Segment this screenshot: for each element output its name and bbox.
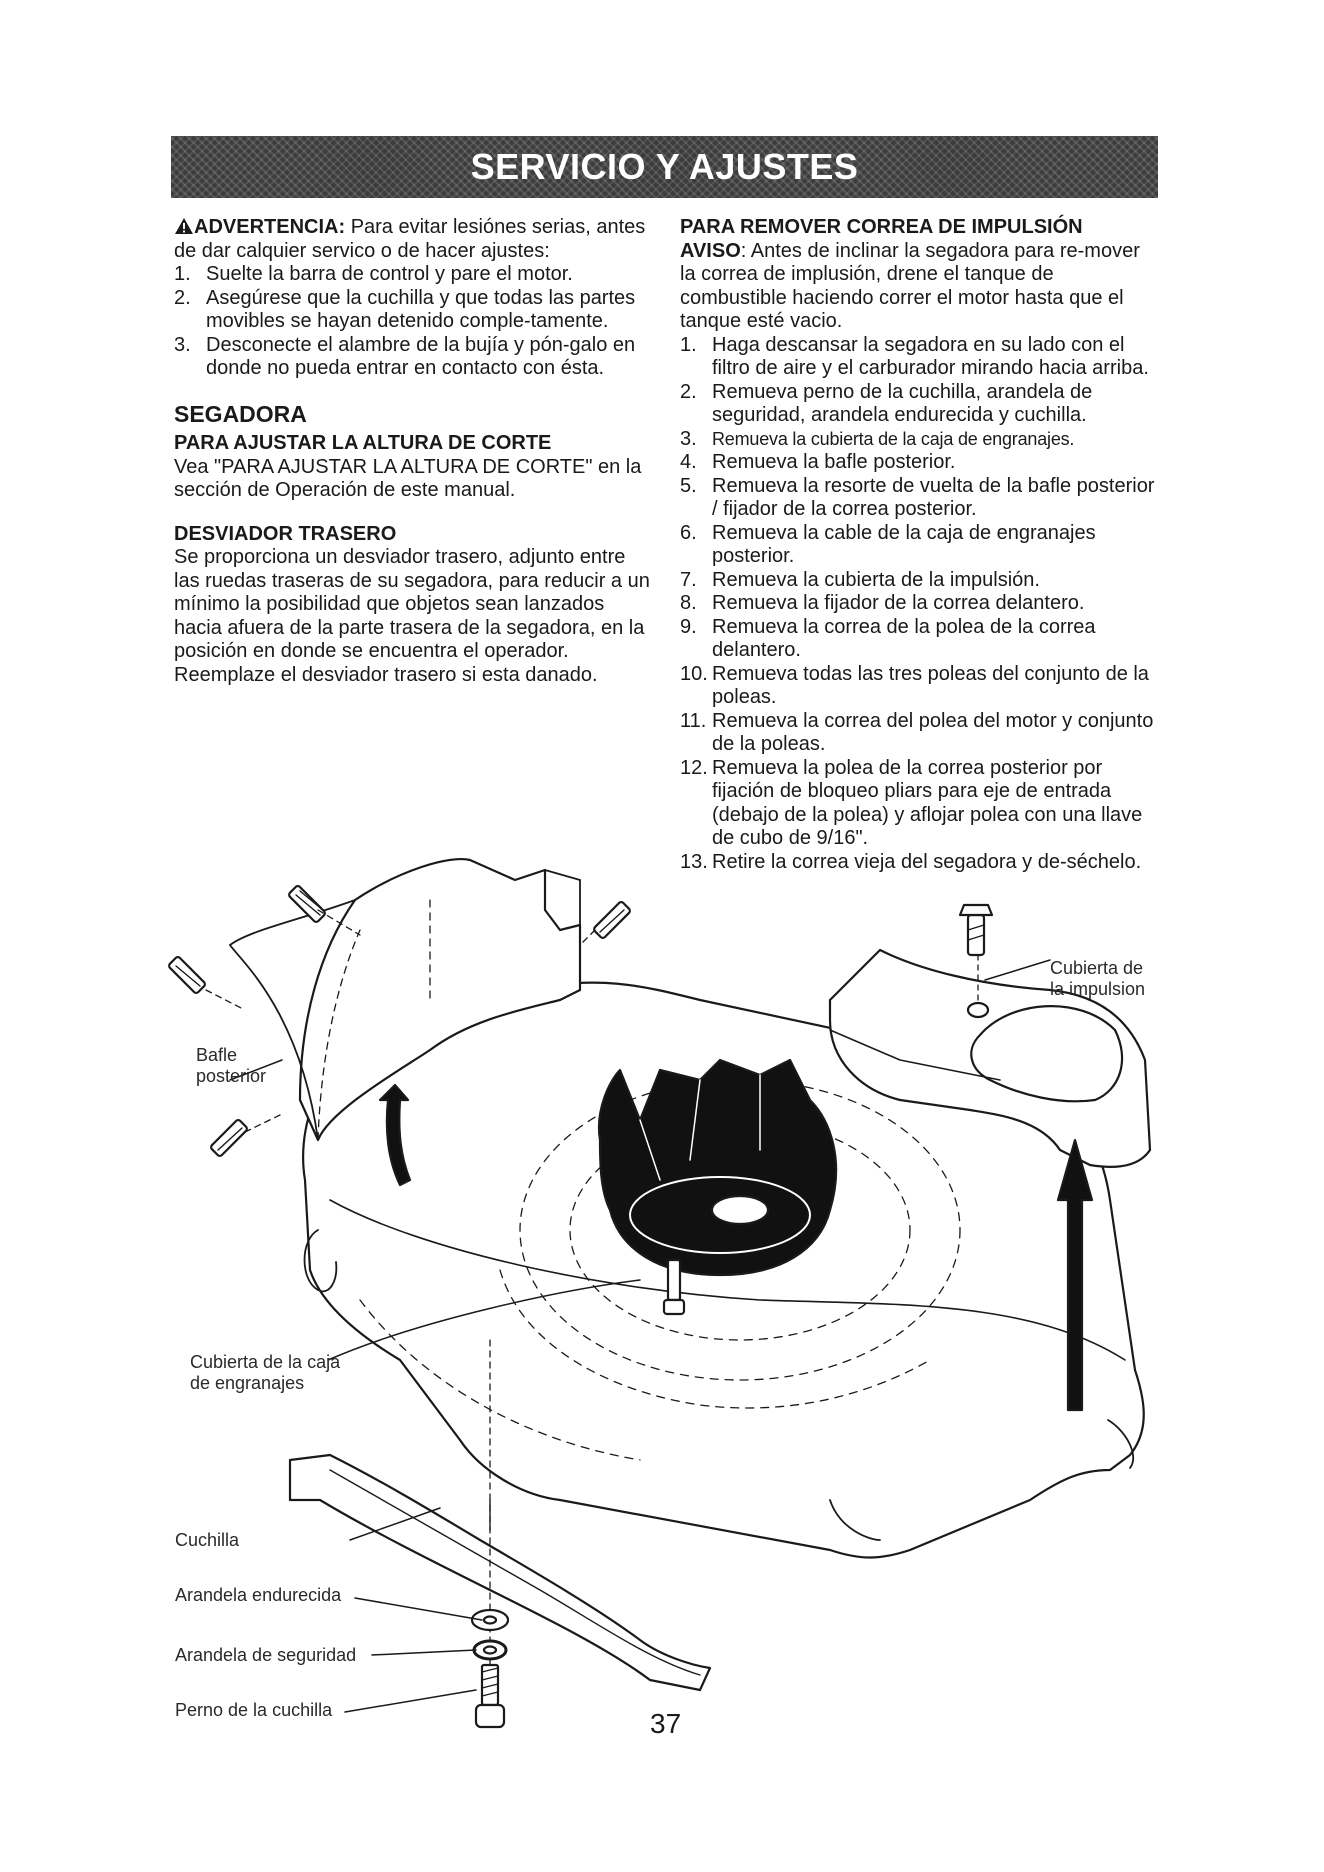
list-item: 6.Remueva la cable de la caja de engrana…: [680, 521, 1096, 568]
paragraph: Vea "PARA AJUSTAR LA ALTURA DE CORTE" en…: [174, 455, 642, 502]
notice-label: AVISO: [680, 239, 741, 262]
warning-text: Para evitar lesiónes serias, antes de da…: [174, 216, 646, 262]
bolt-icon: [593, 901, 631, 939]
left-column: ADVERTENCIA: Para evitar lesiónes serias…: [174, 216, 654, 687]
bolt-icon: [288, 885, 326, 923]
list-item: 7.Remueva la cubierta de la impulsión.: [680, 568, 1040, 591]
up-arrow: [1056, 1138, 1094, 1412]
blade-bolt: [474, 1663, 506, 1729]
subsection-title: PARA AJUSTAR LA ALTURA DE CORTE: [174, 432, 552, 454]
notice-text: : Antes de inclinar la segadora para re-…: [680, 239, 1140, 333]
warning-paragraph: ADVERTENCIA: Para evitar lesiónes serias…: [174, 216, 654, 263]
bolt-icon: [662, 1258, 686, 1316]
right-column: PARA REMOVER CORREA DE IMPULSIÓN AVISO: …: [680, 216, 1160, 874]
list-item: 11.Remueva la correa del polea del motor…: [680, 709, 1154, 756]
rotate-arrow: [378, 1083, 412, 1187]
list-item: 3.Remueva la cubierta de la caja de engr…: [680, 427, 1075, 450]
bolt-icon: [210, 1119, 248, 1157]
label-hardened-washer: Arandela endurecida: [175, 1585, 342, 1605]
hardened-washer: [470, 1608, 510, 1632]
lock-washer: [472, 1639, 508, 1661]
list-item: 4.Remueva la bafle posterior.: [680, 451, 956, 473]
warning-triangle-icon: [175, 218, 193, 234]
list-item: 8.Remueva la fijador de la correa delant…: [680, 592, 1085, 614]
label-lock-washer: Arandela de seguridad: [175, 1645, 357, 1665]
label-blade-bolt: Perno de la cuchilla: [175, 1700, 333, 1720]
page-title: SERVICIO Y AJUSTES: [470, 146, 859, 187]
label-drive-cover: Cubierta de la impulsion: [1050, 958, 1146, 999]
bolt-icon: [958, 903, 994, 957]
label-blade: Cuchilla: [175, 1530, 240, 1550]
paragraph: Se proporciona un desviador trasero, adj…: [174, 546, 650, 686]
page-number: 37: [650, 1708, 682, 1739]
list-item: 9.Remueva la correa de la polea de la co…: [680, 615, 1096, 662]
list-item: 12.Remueva la polea de la correa posteri…: [680, 756, 1143, 850]
subsection-title: PARA REMOVER CORREA DE IMPULSIÓN: [680, 216, 1083, 238]
warning-list: 1.Suelte la barra de control y pare el m…: [174, 263, 654, 381]
label-gearbox-cover: Cubierta de la caja de engranajes: [190, 1352, 341, 1393]
section-banner: SERVICIO Y AJUSTES: [171, 136, 1158, 198]
list-item: 5.Remueva la resorte de vuelta de la baf…: [680, 474, 1155, 521]
list-item: 2.Remueva perno de la cuchilla, arandela…: [680, 380, 1093, 427]
bolt-icon: [168, 956, 206, 994]
list-item: 13.Retire la correa vieja del segadora y…: [680, 850, 1142, 873]
subsection-title: DESVIADOR TRASERO: [174, 522, 397, 545]
blade: [288, 1453, 712, 1692]
section-title: SEGADORA: [174, 400, 307, 427]
label-rear-baffle: Bafle posterior: [196, 1045, 267, 1086]
list-item: 1.Haga descansar la segadora en su lado …: [680, 333, 1149, 380]
list-item: 3.Desconecte el alambre de la bujía y pó…: [174, 333, 636, 380]
list-item: 10.Remueva todas las tres poleas del con…: [680, 662, 1149, 709]
list-item: 1.Suelte la barra de control y pare el m…: [174, 263, 573, 285]
notice-paragraph: AVISO: Antes de inclinar la segadora par…: [680, 240, 1160, 334]
warning-label: ADVERTENCIA:: [194, 216, 346, 238]
rear-baffle: [298, 858, 582, 1142]
steps-list: 1.Haga descansar la segadora en su lado …: [680, 334, 1160, 875]
list-item: 2.Asegúrese que la cuchilla y que todas …: [174, 286, 636, 333]
